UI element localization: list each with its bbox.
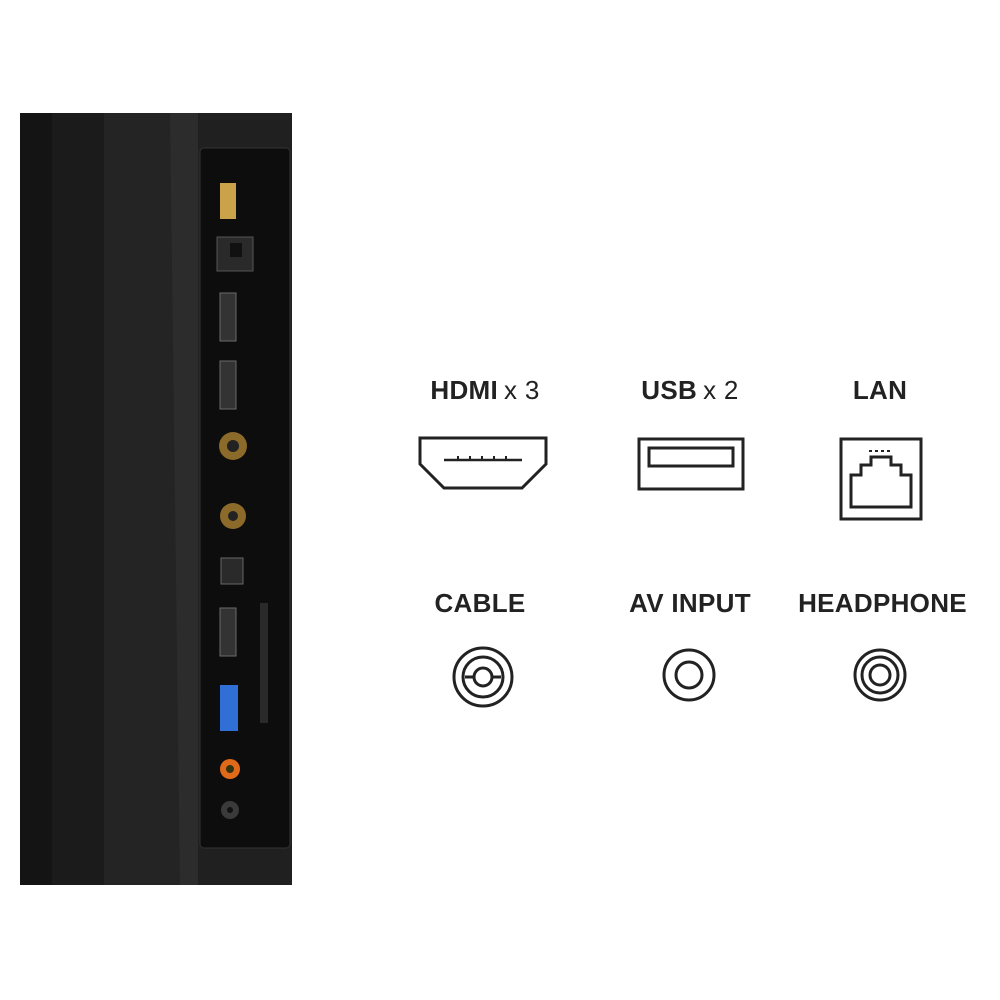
headphone-label-text: HEADPHONE — [798, 588, 967, 618]
av-input-label-text: AV INPUT — [629, 588, 751, 618]
cable-label-text: CABLE — [434, 588, 526, 618]
av-input-label: AV INPUT — [610, 588, 770, 619]
headphone-port-icon — [853, 648, 907, 702]
hdmi-port-icon — [418, 436, 548, 490]
lan-label: LAN — [820, 375, 940, 406]
tv-side-port-panel-image — [20, 113, 292, 885]
cable-port-icon — [452, 646, 514, 708]
av-input-port-icon — [662, 648, 716, 702]
usb-port-icon — [637, 437, 745, 491]
hdmi-label-text: HDMI — [430, 375, 499, 405]
lan-label-text: LAN — [852, 375, 908, 405]
hdmi-count: x 3 — [504, 375, 540, 405]
lan-port-icon — [839, 437, 923, 521]
usb-count: x 2 — [703, 375, 739, 405]
cable-label: CABLE — [420, 588, 540, 619]
headphone-label: HEADPHONE — [785, 588, 980, 619]
usb-label-text: USB — [641, 375, 698, 405]
